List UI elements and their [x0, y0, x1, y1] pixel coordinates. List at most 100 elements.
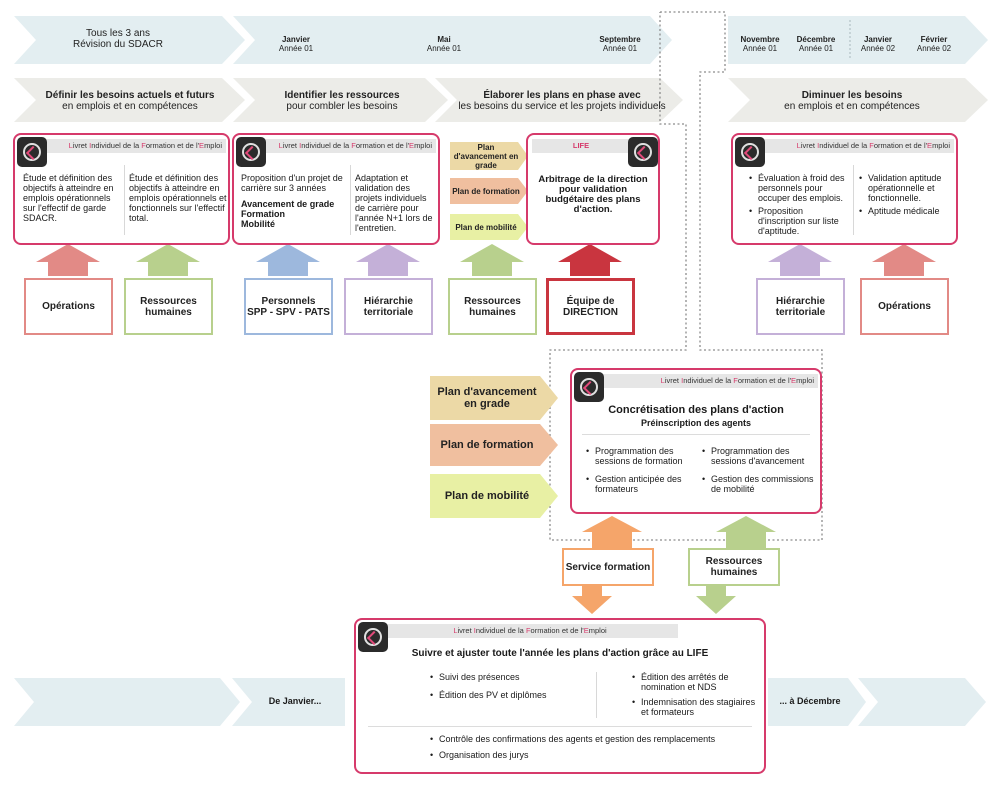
phase-sub: pour combler les besoins — [286, 101, 398, 112]
actor-personnels-line2: SPP - SPV - PATS — [247, 306, 330, 318]
header-word: la — [518, 626, 524, 635]
list-item: Programmation des sessions d'avancement — [702, 446, 818, 466]
header-word: Formation — [141, 141, 176, 150]
actor-rh-2: Ressources humaines — [448, 278, 537, 335]
phase-sub: en emplois et en compétences — [784, 101, 920, 112]
career-proposal: Proposition d'un projet de carrière sur … — [241, 173, 343, 193]
life-logo-icon — [628, 137, 658, 167]
list-item: Validation aptitude opérationnelle et fo… — [859, 173, 957, 203]
life-logo-icon — [358, 622, 388, 652]
card-diminuer-besoins: Livret Individuel de la Formation et de … — [731, 133, 958, 245]
list-item: Organisation des jurys — [430, 750, 760, 760]
bottom-chevron-4 — [858, 678, 986, 726]
header-word: de — [850, 141, 860, 150]
card-text-left: Proposition d'un projet de carrière sur … — [241, 173, 349, 229]
header-word: Livret — [660, 376, 679, 385]
bottom-chevron-3 — [768, 678, 866, 726]
card-definir-besoins: Livret Individuel de la Formation et de … — [13, 133, 230, 245]
small-tag-avancement: Plan d'avancement en grade — [453, 142, 519, 170]
arrow-rh-to-card6 — [696, 586, 736, 614]
card-header: Livret Individuel de la Formation et de … — [763, 139, 954, 153]
header-word: la — [133, 141, 140, 150]
header-word: Livret — [68, 141, 87, 150]
card-text-left: Étude et définition des objectifs à atte… — [23, 173, 114, 223]
year: Année 01 — [742, 44, 778, 53]
timeline-chevron-3 — [728, 16, 988, 64]
big-tag-avancement: Plan d'avancement en grade — [437, 386, 537, 410]
card6-list-left: Suivi des présences Édition des PV et di… — [430, 672, 600, 700]
month: Janvier — [863, 35, 893, 44]
arrow-service-to-card5 — [582, 516, 642, 548]
career-items: Avancement de grade Formation Mobilité — [241, 199, 349, 229]
phase-chevron-2 — [233, 78, 448, 122]
phase-sub: les besoins du service et les projets in… — [458, 101, 666, 112]
bottom-start-label: De Janvier... — [268, 696, 322, 706]
year: Année 02 — [916, 44, 952, 53]
header-word: de — [395, 141, 404, 150]
year: Année 01 — [798, 44, 834, 53]
card-suivre-ajuster: Livret Individuel de la Formation et de … — [354, 618, 766, 774]
arrow-rh-2 — [460, 244, 524, 276]
card6-title: Suivre et ajuster toute l'année les plan… — [411, 648, 709, 659]
header-word: de — [507, 626, 516, 635]
header-word: et — [387, 141, 394, 150]
year: Année 02 — [860, 44, 896, 53]
card5-list-right: Programmation des sessions d'avancement … — [702, 446, 818, 494]
phase-title: Élaborer les plans en phase avec — [483, 90, 641, 101]
item-formation: Formation — [241, 209, 285, 219]
big-tag-avancement-shape — [430, 376, 558, 420]
card-header: Livret Individuel de la Formation et de … — [602, 374, 818, 388]
arrow-operations-1 — [36, 244, 100, 276]
header-word: l'Emploi — [580, 626, 607, 635]
arrow-hierarchie-2 — [768, 244, 832, 276]
life-logo-icon — [236, 137, 266, 167]
big-tag-mobilite-shape — [430, 474, 558, 518]
actor-rh-3: Ressources humaines — [688, 548, 780, 586]
life-logo-icon — [17, 137, 47, 167]
phase-chevron-1 — [14, 78, 245, 122]
divider — [853, 165, 854, 235]
header-word: Formation — [525, 626, 560, 635]
bottom-chevron-2 — [232, 678, 345, 726]
header-word: Individuel — [473, 626, 506, 635]
big-tag-formation: Plan de formation — [440, 439, 534, 451]
actor-direction: Équipe de DIRECTION — [546, 278, 635, 335]
header-word: Formation — [733, 376, 768, 385]
header-word: et — [561, 626, 569, 635]
actor-personnels: Personnels SPP - SPV - PATS — [244, 278, 333, 335]
phase-title: Définir les besoins actuels et futurs — [45, 90, 215, 101]
header-word: Individuel — [817, 141, 849, 150]
divider — [596, 672, 597, 718]
header-word: Individuel — [681, 376, 713, 385]
timeline-cycle-title: Tous les 3 ans — [86, 28, 150, 39]
arrow-service-to-card6 — [572, 586, 612, 614]
big-tag-mobilite: Plan de mobilité — [444, 490, 530, 502]
header-word: de — [332, 141, 342, 150]
header-word: Individuel — [299, 141, 331, 150]
phase-sub: en emplois et en compétences — [62, 101, 198, 112]
card-identifier-ressources: Livret Individuel de la Formation et de … — [232, 133, 440, 245]
actor-personnels-line1: Personnels — [261, 295, 316, 307]
actor-hierarchie-1: Hiérarchie territoriale — [344, 278, 433, 335]
list-item: Suivi des présences — [430, 672, 600, 682]
card-header: Livret Individuel de la Formation et de … — [45, 139, 226, 153]
actor-direction-line1: Équipe de — [566, 295, 615, 307]
arrow-rh-1 — [136, 244, 200, 276]
arrow-direction — [558, 244, 622, 276]
header-word: la — [343, 141, 350, 150]
actor-hierarchie-2: Hiérarchie territoriale — [756, 278, 845, 335]
item-avancement: Avancement de grade — [241, 199, 335, 209]
small-tag-mobilite: Plan de mobilité — [455, 222, 517, 232]
card5-list-left: Programmation des sessions de formation … — [586, 446, 698, 494]
dashed-connector — [549, 11, 823, 541]
header-word: l'Emploi — [787, 376, 814, 385]
card-header: Livret Individuel de la Formation et de … — [264, 139, 436, 153]
big-tag-formation-shape — [430, 424, 558, 466]
card-concretisation: Livret Individuel de la Formation et de … — [570, 368, 822, 514]
phase-title: Identifier les ressources — [284, 90, 400, 101]
